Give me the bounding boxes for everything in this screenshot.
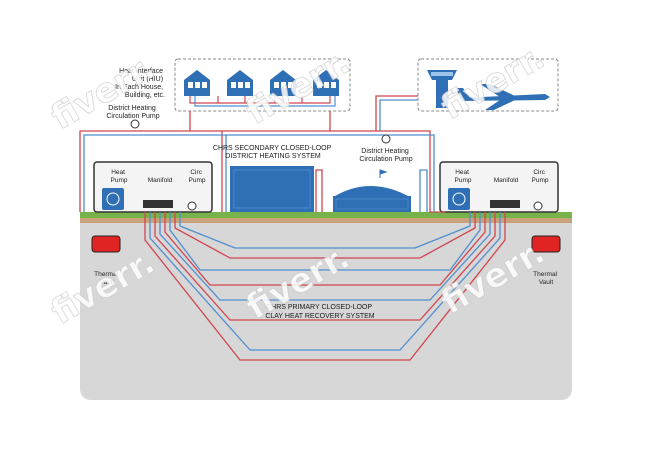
dh-pump-top-label: District Heating Circulation Pump <box>106 105 159 120</box>
right-heat-pump-icon <box>448 188 470 210</box>
house-icon <box>184 70 210 96</box>
secondary-loop-label: CHRS SECONDARY CLOSED-LOOP DISTRICT HEAT… <box>213 145 333 160</box>
terminal-building-icon <box>333 169 411 212</box>
right-heat-pump-label: Heat Pump <box>455 169 472 184</box>
airplane-icon <box>456 84 550 110</box>
left-heat-pump-icon <box>102 188 124 210</box>
house-icon <box>227 70 253 96</box>
hiu-label: Heat Interface Unit (HIU) In Each House,… <box>115 68 165 99</box>
grass-strip <box>80 212 572 218</box>
left-manifold-icon <box>143 200 173 208</box>
right-manifold-label: Manifold <box>494 177 519 184</box>
right-thermal-vault <box>531 235 561 253</box>
left-thermal-vault <box>91 235 121 253</box>
office-building-icon <box>230 166 314 212</box>
airport-box <box>417 58 559 112</box>
left-vault-label: Thermal Vault <box>94 271 120 286</box>
left-circ-pump-label: Circ Pump <box>189 169 206 184</box>
houses-box <box>174 58 351 112</box>
left-circ-pump-icon <box>187 201 197 211</box>
underground-soil <box>80 218 572 400</box>
house-icon <box>270 70 296 96</box>
control-tower-icon <box>427 70 457 108</box>
dh-pump-mid-label: District Heating Circulation Pump <box>359 148 412 163</box>
right-manifold-icon <box>490 200 520 208</box>
house-pipes <box>189 96 336 107</box>
dh-pump-icon <box>381 134 391 144</box>
watermark: fiverr. <box>435 37 552 128</box>
right-circ-pump-label: Circ Pump <box>532 169 549 184</box>
dh-pump-icon <box>130 119 140 129</box>
primary-loop-label: CHRS PRIMARY CLOSED-LOOP CLAY HEAT RECOV… <box>265 304 374 320</box>
house-icon <box>313 70 339 96</box>
left-heat-pump-label: Heat Pump <box>111 169 128 184</box>
secondary-loop-pipes <box>79 95 446 213</box>
soil-strip <box>80 218 572 223</box>
primary-loop-pipes <box>144 212 506 361</box>
left-manifold-label: Manifold <box>148 177 173 184</box>
right-circ-pump-icon <box>533 201 543 211</box>
right-vault-label: Thermal Vault <box>533 271 559 286</box>
